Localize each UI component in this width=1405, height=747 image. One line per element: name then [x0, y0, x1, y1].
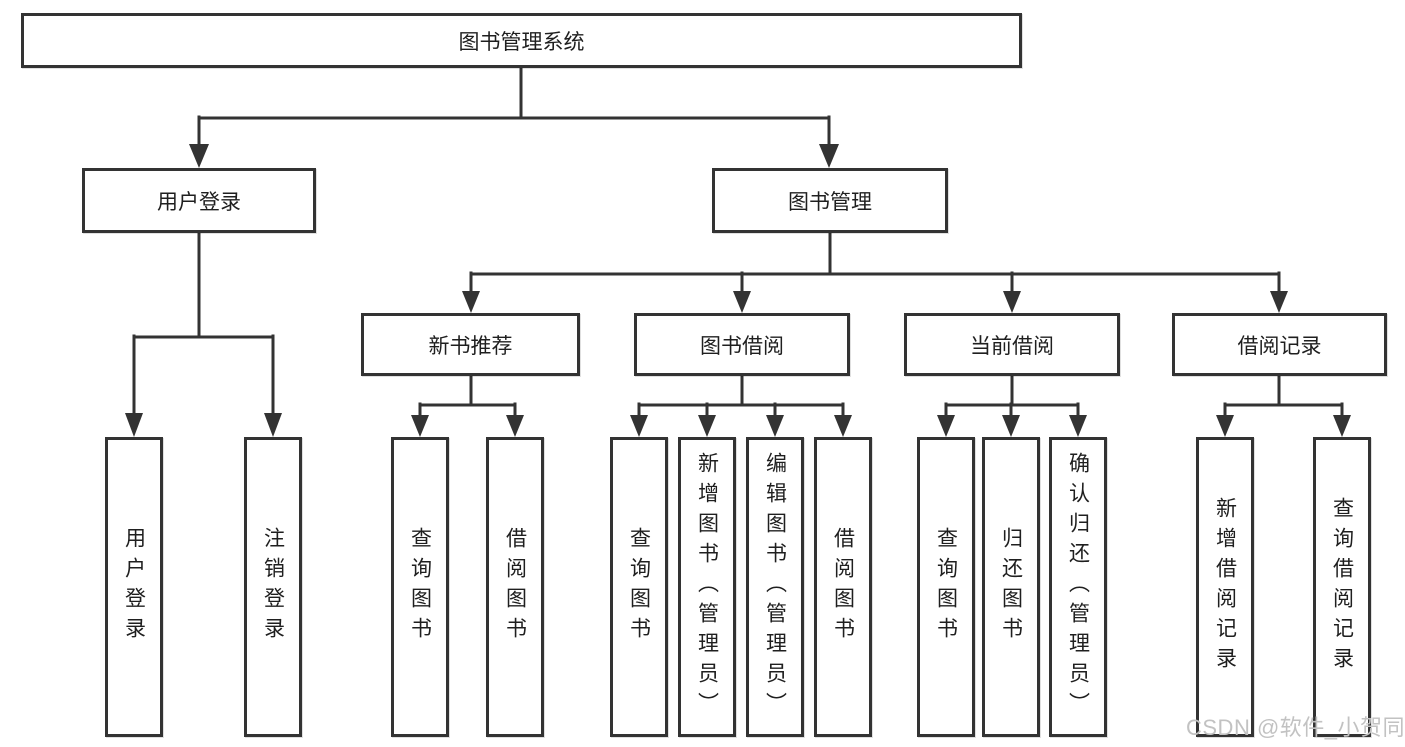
node-ul-logout: 注销登录: [244, 437, 302, 737]
node-book-borrow: 图书借阅: [634, 313, 850, 376]
node-borrow-record-label: 借阅记录: [1237, 334, 1322, 358]
node-book-management-label: 图书管理: [788, 190, 872, 214]
node-user-login-group: 用户登录: [82, 168, 316, 233]
node-borrow-record: 借阅记录: [1172, 313, 1387, 376]
node-cb-return-book-label: 归还图书: [999, 527, 1023, 647]
node-user-login-group-label: 用户登录: [157, 190, 241, 214]
node-bb-edit-book-admin-label: 编辑图书（管理员）: [763, 452, 787, 722]
node-library-system: 图书管理系统: [21, 13, 1022, 68]
node-cb-confirm-return-admin-label: 确认归还（管理员）: [1066, 452, 1090, 722]
node-nb-query-book-label: 查询图书: [408, 527, 432, 647]
node-new-book-recommend: 新书推荐: [361, 313, 580, 376]
csdn-watermark: CSDN @软件_小贺同学: [1186, 715, 1405, 740]
node-new-book-recommend-label: 新书推荐: [428, 334, 513, 358]
connector-current-borrow-to-leaves: [937, 372, 1087, 437]
connector-root-to-level2: [189, 64, 839, 168]
node-br-add-record-label: 新增借阅记录: [1213, 497, 1237, 677]
connector-book-mgmt-to-level3: [462, 229, 1288, 313]
node-current-borrow: 当前借阅: [904, 313, 1120, 376]
node-bb-query-book-label: 查询图书: [627, 527, 651, 647]
node-bb-query-book: 查询图书: [610, 437, 668, 737]
node-br-query-record-label: 查询借阅记录: [1330, 497, 1354, 677]
node-bb-borrow-book-label: 借阅图书: [831, 527, 855, 647]
node-bb-edit-book-admin: 编辑图书（管理员）: [746, 437, 804, 737]
node-ul-user-login-label: 用户登录: [122, 527, 146, 647]
node-book-borrow-label: 图书借阅: [700, 334, 784, 358]
node-cb-return-book: 归还图书: [982, 437, 1040, 737]
node-cb-confirm-return-admin: 确认归还（管理员）: [1049, 437, 1107, 737]
node-ul-user-login: 用户登录: [105, 437, 163, 737]
node-ul-logout-label: 注销登录: [261, 527, 285, 647]
node-book-management: 图书管理: [712, 168, 948, 233]
node-br-add-record: 新增借阅记录: [1196, 437, 1254, 737]
node-cb-query-book: 查询图书: [917, 437, 975, 737]
node-br-query-record: 查询借阅记录: [1313, 437, 1371, 737]
node-library-system-label: 图书管理系统: [458, 30, 585, 54]
connector-book-borrow-to-leaves: [630, 372, 852, 437]
connector-user-login-to-leaves: [125, 229, 282, 437]
node-bb-borrow-book: 借阅图书: [814, 437, 872, 737]
connector-new-book-to-leaves: [411, 372, 524, 437]
node-nb-borrow-book-label: 借阅图书: [503, 527, 527, 647]
node-cb-query-book-label: 查询图书: [934, 527, 958, 647]
connector-borrow-record-to-leaves: [1216, 372, 1351, 437]
node-bb-add-book-admin: 新增图书（管理员）: [678, 437, 736, 737]
node-bb-add-book-admin-label: 新增图书（管理员）: [695, 452, 719, 722]
node-current-borrow-label: 当前借阅: [970, 334, 1054, 358]
node-nb-query-book: 查询图书: [391, 437, 449, 737]
node-nb-borrow-book: 借阅图书: [486, 437, 544, 737]
